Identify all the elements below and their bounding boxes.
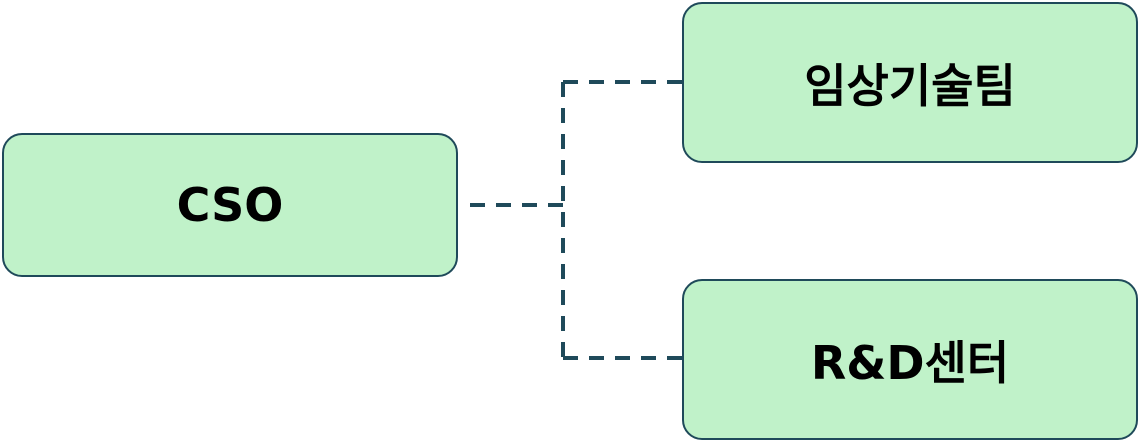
node-clinical-tech-team-label: 임상기술팀 <box>804 58 1016 113</box>
node-rd-center-label: R&D센터 <box>810 335 1010 390</box>
node-cso: CSO <box>2 133 458 277</box>
node-rd-center: R&D센터 <box>682 279 1138 440</box>
node-clinical-tech-team: 임상기술팀 <box>682 2 1138 163</box>
node-cso-label: CSO <box>176 178 284 232</box>
